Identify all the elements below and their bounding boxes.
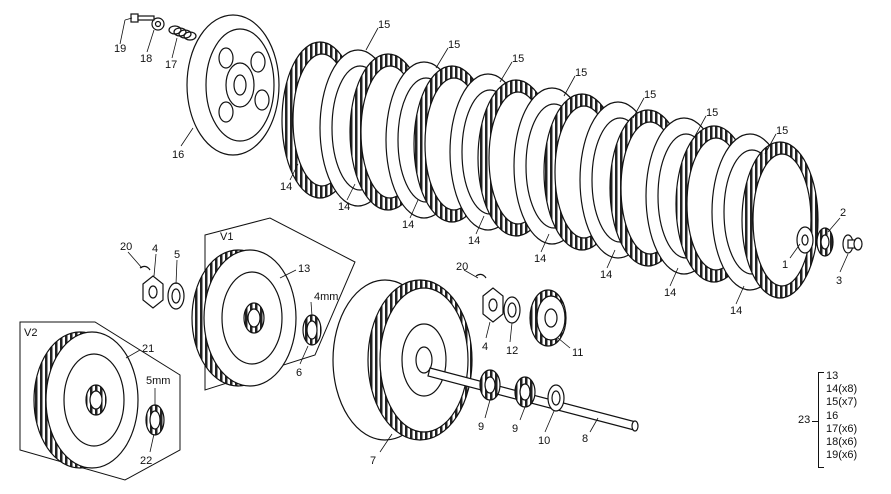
callout-12: 12 [506, 345, 518, 357]
callout-15g: 15 [776, 125, 788, 137]
kit-ref-number: 23 [798, 414, 811, 426]
spline-washer-5mm [145, 404, 165, 436]
clutch-hub-v2 [33, 331, 139, 469]
washer-right [503, 296, 521, 324]
leader-lines [119, 17, 849, 453]
callout-14e: 14 [534, 253, 546, 265]
pressure-plate [186, 14, 280, 156]
size-5mm: 5mm [146, 375, 170, 387]
kit-item: 18(x6) [826, 435, 858, 448]
callout-14b: 14 [338, 201, 350, 213]
needle-bearing-b [514, 376, 536, 408]
callout-20-left: 20 [120, 241, 132, 253]
spring [168, 25, 197, 41]
callout-5: 5 [174, 249, 180, 261]
variant-v2-label: V2 [24, 327, 37, 339]
callout-17: 17 [165, 59, 177, 71]
friction-plate [741, 141, 819, 299]
kit-item: 17(x6) [826, 422, 858, 435]
clutch-hub-v1 [191, 249, 297, 387]
callout-13: 13 [298, 263, 310, 275]
callout-1: 1 [782, 259, 788, 271]
needle-bearing-a [479, 369, 501, 401]
callout-16: 16 [172, 149, 184, 161]
callout-14c: 14 [402, 219, 414, 231]
callout-14h: 14 [730, 305, 742, 317]
callout-11: 11 [572, 347, 583, 359]
callout-8: 8 [582, 433, 588, 445]
bolt [130, 13, 155, 23]
callout-15a: 15 [378, 19, 390, 31]
callout-14d: 14 [468, 235, 480, 247]
callout-15d: 15 [575, 67, 587, 79]
callout-15b: 15 [448, 39, 460, 51]
kit-item: 19(x6) [826, 449, 858, 462]
thrust-washer [796, 226, 814, 254]
callout-14a: 14 [280, 181, 292, 193]
primary-gear [529, 289, 567, 347]
callout-20-right: 20 [456, 261, 468, 273]
callout-9a: 9 [478, 421, 484, 433]
callout-7: 7 [370, 455, 376, 467]
kit-list: 13 14(x8) 15(x7) 16 17(x6) 18(x6) 19(x6) [826, 370, 857, 462]
kit-bracket [818, 372, 824, 468]
nut-right [482, 287, 504, 323]
kit-item: 13 [826, 370, 839, 382]
callout-15c: 15 [512, 53, 524, 65]
size-4mm: 4mm [314, 291, 338, 303]
callout-21: 21 [142, 343, 154, 355]
callout-15e: 15 [644, 89, 656, 101]
callout-10: 10 [538, 435, 550, 447]
washer-left [167, 282, 185, 310]
callout-6: 6 [296, 367, 302, 379]
callout-3: 3 [836, 275, 842, 287]
shaft-washer [547, 384, 565, 412]
callout-14g: 14 [664, 287, 676, 299]
variant-v1-label: V1 [220, 231, 233, 243]
callout-labels: 19 18 17 16 15 15 15 15 15 15 15 14 14 1… [24, 19, 846, 467]
spline-washer-4mm [302, 314, 322, 346]
kit-legend: 23 13 14(x8) 15(x7) 16 17(x6) 18(x6) 19(… [792, 370, 888, 470]
kit-dash [812, 421, 818, 422]
callout-9b: 9 [512, 423, 518, 435]
callout-4-right: 4 [482, 341, 488, 353]
callout-22: 22 [140, 455, 152, 467]
needle-bearing [816, 227, 834, 257]
variant-v2-box [19, 321, 181, 481]
kit-item: 14(x8) [826, 383, 858, 396]
callout-19: 19 [114, 43, 126, 55]
callout-18: 18 [140, 53, 152, 65]
clutch-basket [332, 279, 473, 441]
lock-tab-right [475, 273, 487, 279]
callout-2: 2 [840, 207, 846, 219]
washer-cup [151, 17, 165, 31]
callout-14f: 14 [600, 269, 612, 281]
plate-stack [281, 41, 819, 299]
kit-item: 15(x7) [826, 396, 858, 409]
nut-left [142, 275, 164, 309]
callout-15f: 15 [706, 107, 718, 119]
kit-item: 16 [826, 409, 839, 422]
pushrod-end [842, 234, 863, 254]
callout-4-left: 4 [152, 243, 158, 255]
